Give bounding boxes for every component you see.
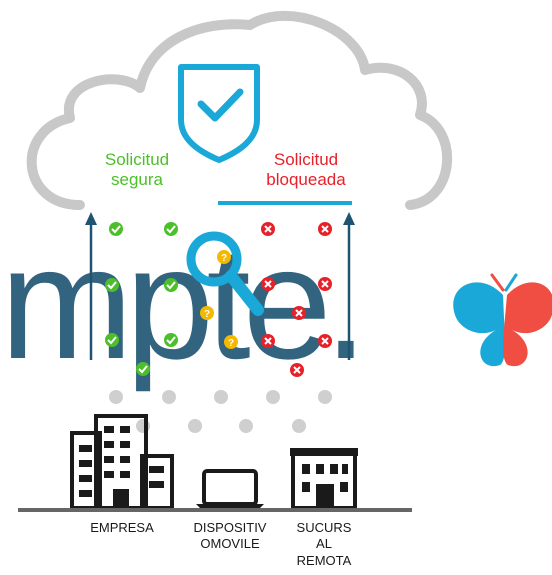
location-label-mobile: DISPOSITIV OMOVILE: [193, 520, 267, 552]
question-badge-icon: ?: [224, 335, 238, 349]
x-badge-icon: [318, 334, 332, 348]
question-badge-icon: ?: [217, 250, 231, 264]
x-badge-icon: [318, 222, 332, 236]
check-badge-icon: [136, 362, 150, 376]
question-badge-icon: ?: [200, 306, 214, 320]
safe-request-arrow: [85, 212, 97, 360]
x-badge-icon: [318, 277, 332, 291]
pending-request-dots: [109, 390, 332, 433]
x-badge-icon: [261, 222, 275, 236]
branch-building-icon: [290, 448, 358, 510]
x-badge-icon: [290, 363, 304, 377]
svg-text:?: ?: [228, 338, 234, 349]
svg-text:?: ?: [204, 309, 210, 320]
check-badge-icon: [164, 333, 178, 347]
check-badge-icon: [109, 222, 123, 236]
x-badge-icon: [261, 277, 275, 291]
x-badge-icon: [292, 306, 306, 320]
check-badge-icon: [164, 222, 178, 236]
blocked-request-markers: [261, 222, 332, 377]
watermark-text: mpte.: [0, 213, 360, 392]
blocked-request-arrow: [343, 212, 355, 360]
location-label-company: EMPRESA: [90, 520, 154, 535]
safe-request-label: Solicitud segura: [104, 150, 170, 190]
svg-text:?: ?: [221, 253, 227, 264]
safe-request-markers: [105, 222, 178, 376]
shield-check-icon: [178, 64, 260, 163]
cloud-outline: [26, 10, 453, 210]
check-badge-icon: [164, 278, 178, 292]
butterfly-logo-icon: [453, 273, 552, 367]
check-badge-icon: [105, 278, 119, 292]
location-label-branch: SUCURS AL REMOTA: [296, 520, 352, 568]
magnifier-icon: [186, 231, 264, 316]
office-building-icon: [70, 414, 174, 510]
check-badge-icon: [105, 333, 119, 347]
x-badge-icon: [261, 334, 275, 348]
blocked-request-label: Solicitud bloqueada: [266, 150, 346, 190]
unknown-request-markers: ? ? ?: [200, 250, 238, 349]
laptop-icon: [196, 469, 264, 510]
